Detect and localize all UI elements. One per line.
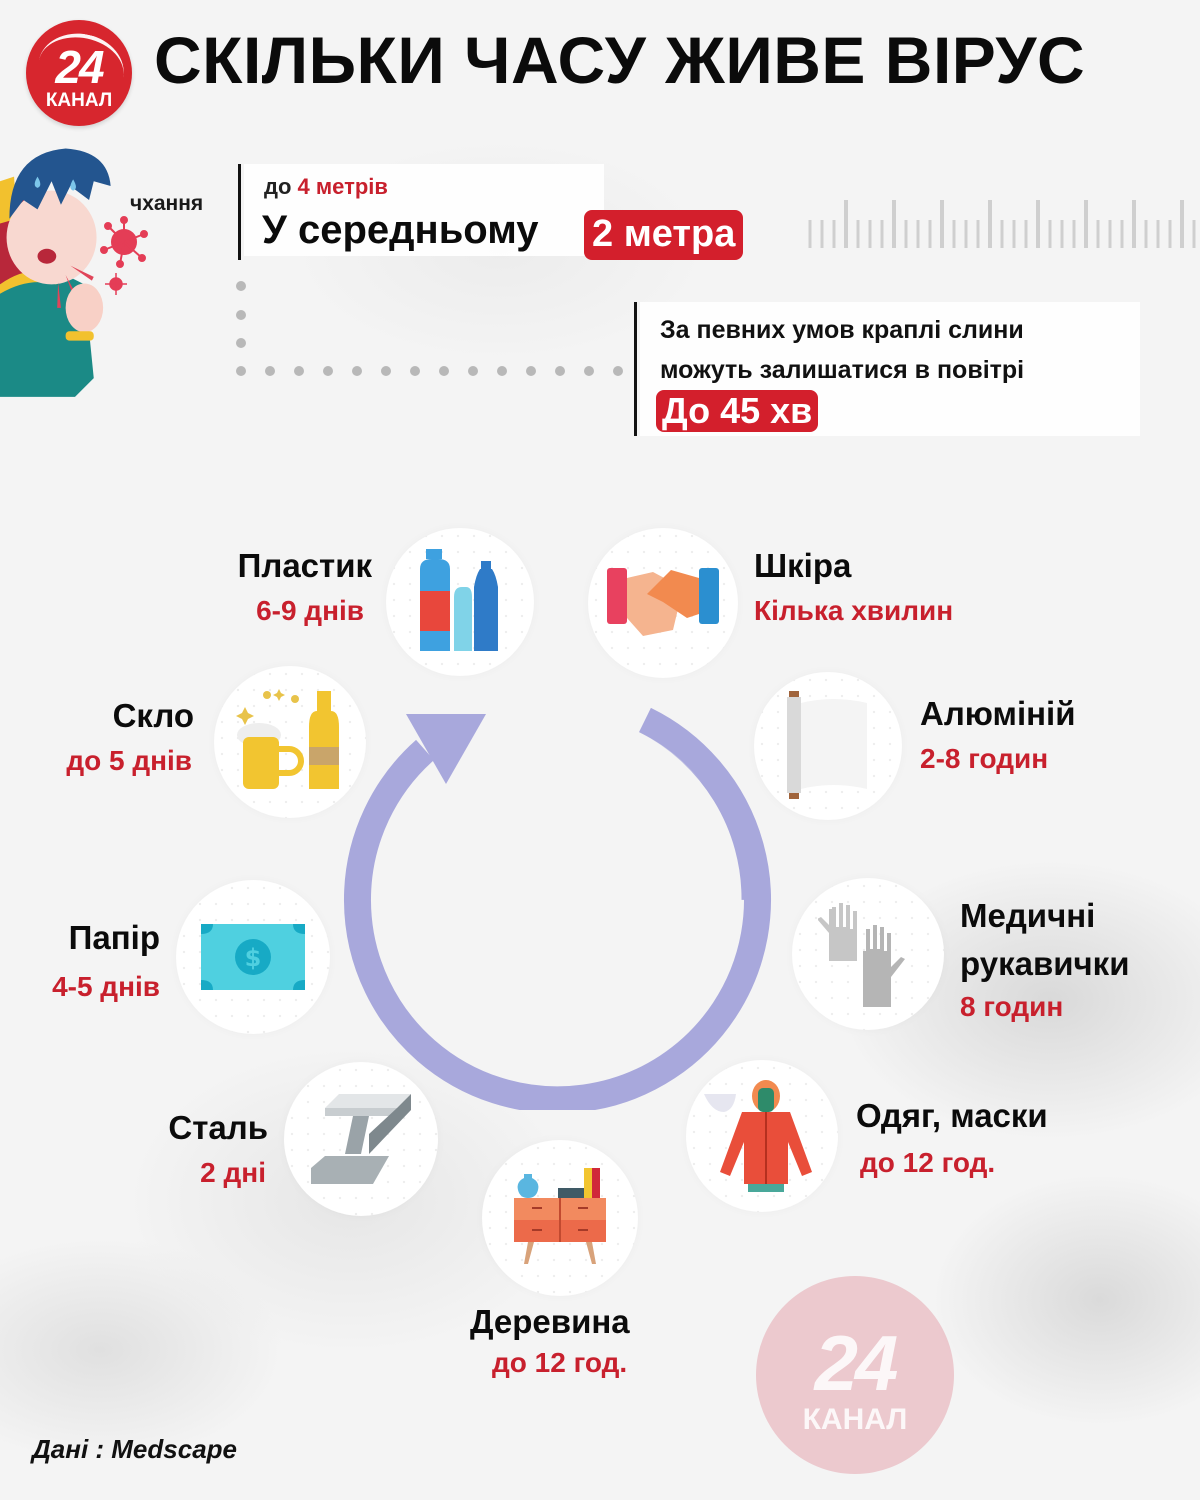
jacket-mask-icon: [704, 1080, 812, 1192]
handshake-icon: [607, 568, 719, 636]
item-value-steel: 2 дні: [200, 1157, 266, 1188]
item-name-gloves-line1: Медичні: [960, 897, 1096, 934]
item-value-wood: до 12 год.: [492, 1347, 628, 1378]
max-distance-value: 4 метрів: [297, 174, 388, 199]
average-distance-badge: 2 метра: [584, 210, 744, 260]
virus-icon: [100, 216, 148, 268]
clothes-circle: [686, 1060, 838, 1212]
sneezing-person-icon: [0, 148, 111, 397]
air-description: За певних умов краплі слини можуть залиш…: [660, 310, 1024, 390]
data-source: Дані : Medscape: [32, 1434, 237, 1464]
paper-circle: $: [176, 880, 330, 1034]
dresser-icon: [514, 1168, 606, 1264]
plastic-bottles-icon: [420, 549, 498, 651]
max-distance: до 4 метрів: [264, 174, 388, 200]
watermark-number: 24: [814, 1319, 899, 1407]
max-distance-prefix: до: [264, 174, 292, 199]
item-name-skin: Шкіра: [754, 547, 852, 584]
item-name-clothes: Одяг, маски: [856, 1097, 1048, 1134]
channel-24-logo: 24 КАНАЛ: [26, 20, 132, 126]
item-name-steel: Сталь: [168, 1109, 268, 1146]
air-line-2: можуть залишатися в повітрі: [660, 356, 1025, 384]
page-title: СКІЛЬКИ ЧАСУ ЖИВЕ ВІРУС: [154, 23, 1086, 97]
small-virus-icon: [105, 273, 127, 295]
item-name-wood: Деревина: [470, 1303, 630, 1340]
watermark-label: КАНАЛ: [802, 1403, 908, 1436]
item-name-glass: Скло: [112, 697, 194, 734]
steel-beam-icon: [311, 1094, 411, 1184]
wood-circle: [482, 1140, 638, 1296]
foil-roll-icon: [787, 691, 867, 799]
air-line-1: За певних умов краплі слини: [660, 316, 1024, 344]
logo-label: КАНАЛ: [45, 90, 113, 111]
skin-circle: [588, 528, 738, 678]
item-value-skin: Кілька хвилин: [754, 595, 954, 626]
watermark-logo: 24 КАНАЛ: [756, 1276, 954, 1474]
aluminium-circle: [754, 672, 902, 820]
divider: [238, 164, 241, 260]
svg-text:$: $: [245, 944, 262, 972]
ruler-icon: [808, 200, 1196, 248]
item-value-plastic: 6-9 днів: [256, 595, 364, 626]
gloves-circle: [792, 878, 944, 1030]
item-name-paper: Папір: [68, 919, 160, 956]
sneeze-label: чхання: [130, 192, 204, 215]
beer-bottle-icon: [236, 689, 339, 789]
steel-circle: [284, 1062, 438, 1216]
item-value-aluminium: 2-8 годин: [920, 743, 1049, 774]
item-value-glass: до 5 днів: [66, 745, 192, 776]
glass-circle: [214, 666, 366, 818]
item-value-clothes: до 12 год.: [860, 1147, 996, 1178]
plastic-circle: [386, 528, 534, 676]
item-name-gloves-line2: рукавички: [960, 945, 1130, 982]
air-duration-badge: До 45 хв: [656, 390, 819, 432]
item-value-gloves: 8 годин: [960, 991, 1064, 1022]
cycle-arrow-icon: [344, 707, 771, 1110]
logo-number: 24: [55, 41, 104, 93]
average-distance-label: У середньому: [262, 208, 539, 252]
divider-air: [634, 302, 637, 436]
distance-box: [244, 164, 604, 256]
item-name-aluminium: Алюміній: [920, 695, 1076, 732]
item-name-plastic: Пластик: [237, 547, 372, 584]
item-value-paper: 4-5 днів: [52, 971, 160, 1002]
banknote-icon: $: [201, 924, 305, 990]
gloves-icon: [818, 903, 905, 1007]
